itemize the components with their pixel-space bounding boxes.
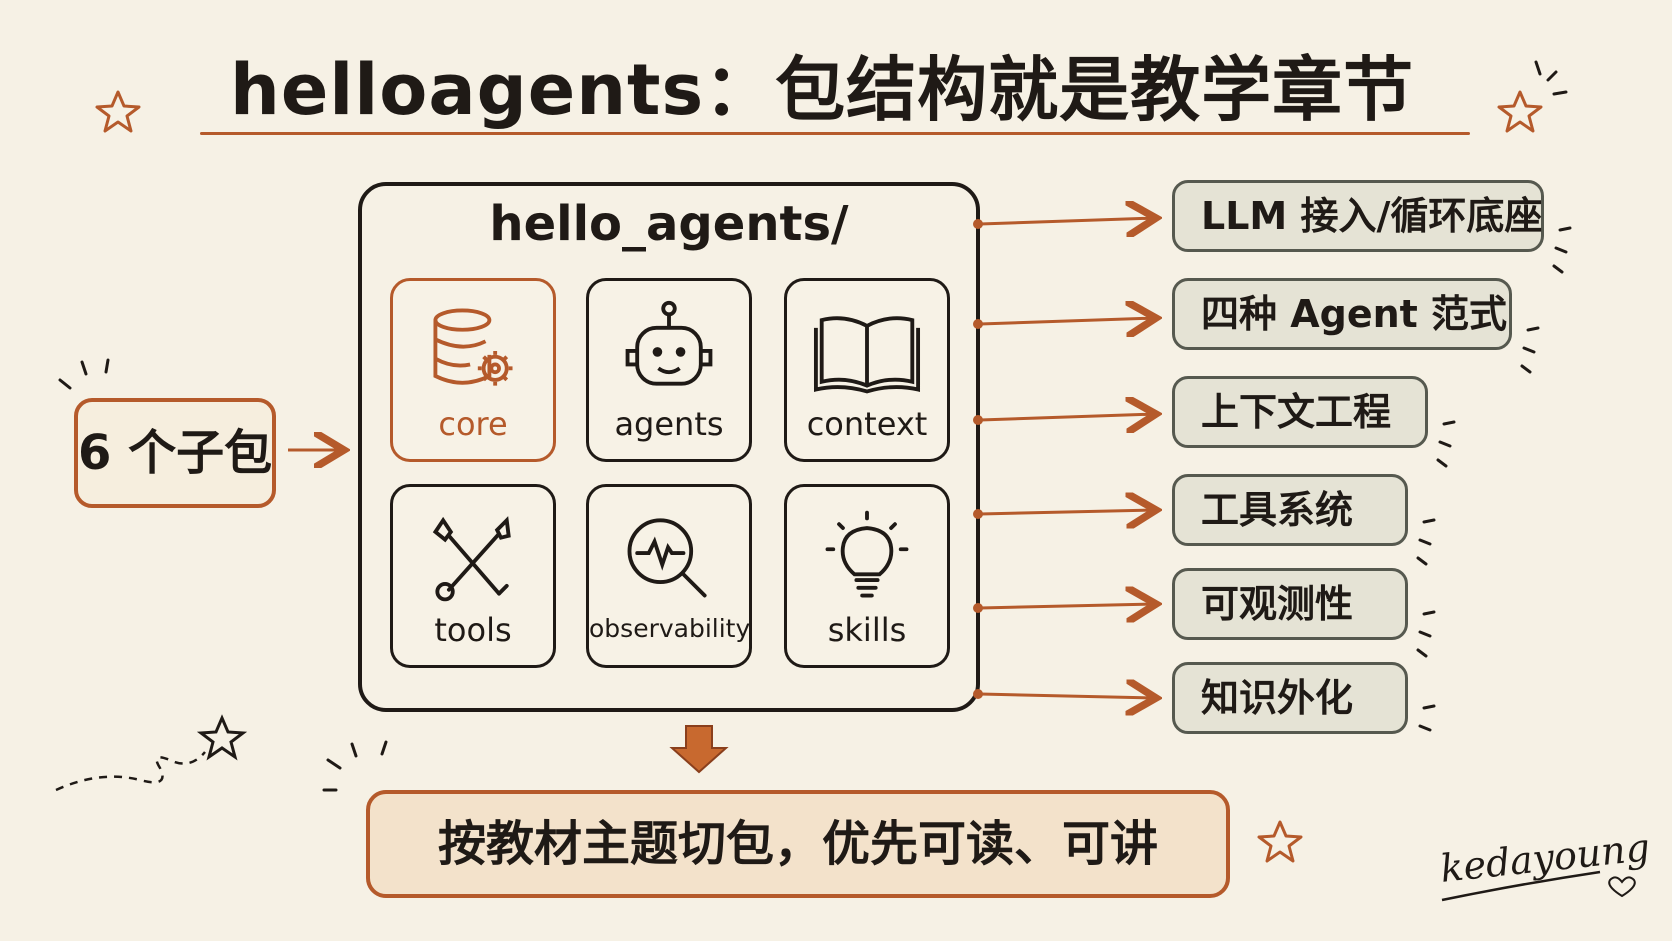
- package-frame: [358, 182, 980, 712]
- wrench-screwdriver-icon: [432, 516, 511, 602]
- package-name: hello_agents/: [489, 196, 849, 252]
- star-icon: [95, 90, 141, 133]
- star-icon: [1497, 90, 1543, 133]
- module-core: core: [390, 278, 556, 462]
- module-tools: tools: [390, 484, 556, 668]
- page-title: helloagents：包结构就是教学章节: [230, 49, 1415, 131]
- dashed-trail: [55, 751, 206, 792]
- module-label: tools: [434, 611, 512, 649]
- subpackage-count-box: 6 个子包: [74, 398, 276, 508]
- tag-context-engineering: 上下文工程: [1172, 376, 1428, 448]
- module-label: skills: [827, 611, 907, 649]
- heart-icon: [1608, 876, 1636, 898]
- lightbulb-icon: [825, 510, 909, 598]
- arrow-to-tag-tool-system: [979, 510, 1156, 514]
- module-skills: skills: [784, 484, 950, 668]
- arrow-to-tag-llm: [979, 218, 1156, 224]
- module-label: observability: [589, 614, 751, 643]
- tag-observability: 可观测性: [1172, 568, 1408, 640]
- star-icon: [1257, 820, 1303, 863]
- robot-icon: [625, 300, 713, 386]
- module-label: core: [438, 405, 508, 443]
- module-label: agents: [614, 405, 724, 443]
- tag-llm: LLM 接入/循环底座: [1172, 180, 1544, 252]
- arrow-to-tag-agent-paradigms: [979, 318, 1156, 324]
- arrow-to-tag-observability: [979, 604, 1156, 608]
- module-agents: agents: [586, 278, 752, 462]
- module-label: context: [806, 405, 928, 443]
- down-arrow: [669, 725, 729, 774]
- arrow-to-tag-context-engineering: [979, 414, 1156, 420]
- module-context: context: [784, 278, 950, 462]
- summary-box: 按教材主题切包，优先可读、可讲: [366, 790, 1230, 898]
- tag-tool-system: 工具系统: [1172, 474, 1408, 546]
- signature-underline: [1441, 870, 1601, 902]
- star-icon: [196, 714, 248, 761]
- open-book-icon: [813, 316, 921, 394]
- module-observability: observability: [586, 484, 752, 668]
- tag-agent-paradigms: 四种 Agent 范式: [1172, 278, 1512, 350]
- magnifier-pulse-icon: [627, 518, 707, 598]
- database-gear-icon: [433, 308, 513, 386]
- tag-knowledge: 知识外化: [1172, 662, 1408, 734]
- arrow-to-tag-knowledge: [979, 694, 1156, 698]
- title-underline: [200, 132, 1470, 135]
